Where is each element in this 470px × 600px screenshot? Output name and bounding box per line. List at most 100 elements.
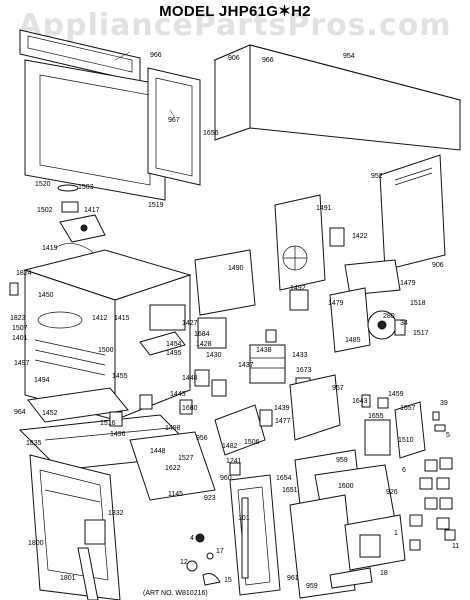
label-1439: 1439 [274, 405, 290, 412]
label-1494: 1494 [34, 377, 50, 384]
label-1497: 1497 [14, 360, 30, 367]
label-1491: 1491 [316, 205, 332, 212]
label-1412: 1412 [92, 315, 108, 322]
label-1455: 1455 [112, 373, 128, 380]
label-1506: 1506 [244, 439, 260, 446]
label-1517: 1517 [413, 330, 429, 337]
label-1680: 1680 [182, 405, 198, 412]
label-959b: 959 [306, 583, 318, 590]
label-1492: 1492 [290, 285, 306, 292]
label-1643: 1643 [352, 398, 368, 405]
label-1448b: 1448 [150, 448, 166, 455]
label-1452: 1452 [42, 410, 58, 417]
label-1495: 1495 [166, 350, 182, 357]
label-966b: 966 [262, 57, 274, 64]
label-1519: 1519 [148, 202, 164, 209]
label-957: 957 [332, 385, 344, 392]
label-1145: 1145 [168, 491, 183, 498]
label-1503: 1503 [78, 184, 94, 191]
art-number: (ART NO. W810216) [143, 590, 208, 597]
part-labels: 966 967 1656 906 966 954 952 906 1520 15… [10, 52, 459, 590]
label-1401: 1401 [12, 335, 28, 342]
label-906b: 906 [432, 262, 444, 269]
label-1518: 1518 [410, 300, 426, 307]
label-1673: 1673 [296, 367, 312, 374]
magnetron-transformer [197, 317, 311, 393]
label-1479: 1479 [328, 300, 344, 307]
label-1450: 1450 [38, 292, 54, 299]
label-280: 280 [383, 313, 395, 320]
label-923: 923 [204, 495, 216, 502]
label-5: 5 [446, 432, 450, 439]
label-1437: 1437 [238, 362, 254, 369]
label-1448: 1448 [182, 375, 198, 382]
label-1520: 1520 [35, 181, 51, 188]
label-1824: 1824 [16, 270, 32, 277]
label-101: 101 [238, 515, 250, 522]
hardware-parts [186, 522, 248, 586]
label-1427: 1427 [182, 320, 198, 327]
label-1438: 1438 [256, 347, 272, 354]
label-954: 954 [343, 53, 355, 60]
label-1422: 1422 [352, 233, 368, 240]
label-1656: 1656 [203, 130, 219, 137]
label-1498: 1498 [165, 425, 181, 432]
cavity-assembly [9, 249, 192, 421]
label-1: 1 [394, 530, 398, 537]
blower-assembly [329, 259, 406, 353]
control-knobs [409, 457, 456, 551]
label-1428: 1428 [196, 341, 212, 348]
choke-frame [229, 462, 281, 596]
label-17: 17 [216, 548, 224, 555]
base-assembly [18, 387, 216, 501]
outer-case-assembly [213, 44, 462, 271]
label-952: 952 [371, 173, 383, 180]
label-960: 960 [220, 475, 232, 482]
label-1479b: 1479 [400, 280, 416, 287]
fan-bracket-assembly [194, 194, 345, 316]
label-1655: 1655 [368, 413, 384, 420]
door-frame-assembly [19, 29, 201, 201]
label-967: 967 [168, 117, 180, 124]
label-1800: 1800 [28, 540, 44, 547]
label-1485: 1485 [345, 337, 361, 344]
label-1684: 1684 [194, 331, 210, 338]
label-1454: 1454 [166, 341, 182, 348]
label-1801: 1801 [60, 575, 76, 582]
label-6: 6 [402, 467, 406, 474]
label-1482: 1482 [222, 443, 238, 450]
label-12: 12 [180, 559, 188, 566]
switch-assembly [139, 369, 341, 456]
label-39: 39 [440, 400, 448, 407]
label-1415: 1415 [114, 315, 130, 322]
control-board-assembly [289, 419, 406, 599]
label-959: 959 [336, 457, 348, 464]
label-1823: 1823 [10, 315, 26, 322]
label-18: 18 [380, 570, 388, 577]
label-11: 11 [452, 543, 459, 550]
label-1651: 1651 [282, 487, 298, 494]
label-34: 34 [400, 320, 408, 327]
door-assembly [29, 454, 121, 600]
label-1419: 1419 [42, 245, 58, 252]
label-906: 906 [228, 55, 240, 62]
label-1510: 1510 [398, 437, 414, 444]
label-1500: 1500 [98, 347, 114, 354]
control-panel-right [361, 394, 446, 459]
label-1430: 1430 [206, 352, 222, 359]
label-1654: 1654 [276, 475, 292, 482]
label-964: 964 [14, 409, 26, 416]
label-1496: 1496 [110, 431, 126, 438]
label-1657: 1657 [400, 405, 416, 412]
label-15: 15 [224, 577, 232, 584]
label-1527: 1527 [178, 455, 194, 462]
label-1600: 1600 [338, 483, 354, 490]
model-title: MODEL JHP61G✶H2 [159, 3, 311, 20]
label-1445: 1445 [170, 391, 186, 398]
label-1832: 1832 [108, 510, 124, 517]
left-small-parts [54, 184, 106, 266]
label-1433: 1433 [292, 352, 308, 359]
label-1835: 1835 [26, 440, 42, 447]
label-1477: 1477 [275, 418, 291, 425]
